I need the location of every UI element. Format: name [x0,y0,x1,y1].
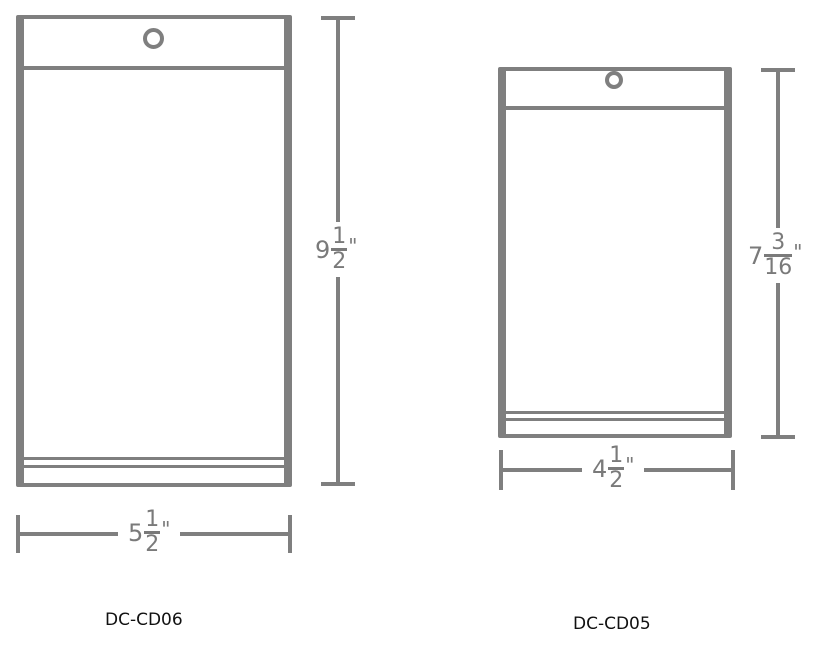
base-line-lower [20,465,288,468]
header-divider [20,66,288,70]
base-line-upper [20,457,288,460]
base-line-lower [502,418,728,421]
case-outline-large [16,15,292,487]
model-label: DC-CD06 [105,610,183,630]
height-label: 7 3 16 " [748,228,803,283]
header-divider [502,106,728,110]
hanging-hole-icon [605,71,623,89]
model-label: DC-CD05 [573,614,651,634]
case-outline-small [498,67,732,438]
width-label: 5 1 2 " [118,509,181,556]
hanging-hole-icon [143,28,164,49]
width-label: 4 1 2 " [582,445,645,492]
base-line-upper [502,411,728,414]
height-label: 9 1 2 " [315,222,358,277]
